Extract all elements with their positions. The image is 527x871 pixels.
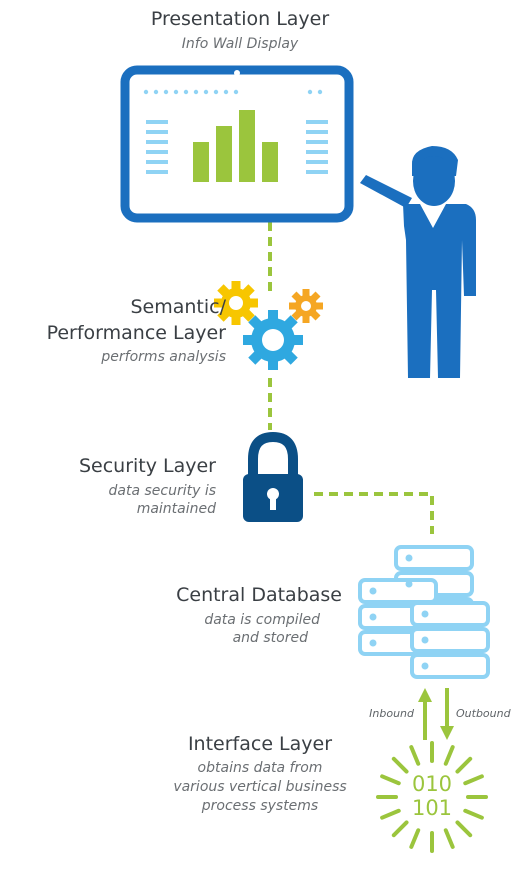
gears-icon bbox=[214, 281, 323, 370]
central-database-subtitle-line1: data is compiled bbox=[204, 612, 320, 628]
presentation-layer-subtitle: Info Wall Display bbox=[181, 36, 299, 52]
padlock-icon bbox=[243, 431, 303, 522]
outbound-arrow-icon bbox=[440, 688, 454, 740]
binary-text-top: 010 bbox=[412, 772, 452, 796]
server-stack-icon bbox=[358, 545, 490, 679]
binary-text-bottom: 101 bbox=[412, 796, 452, 820]
interface-layer-subtitle-line1: obtains data from bbox=[197, 760, 323, 776]
central-database-title: Central Database bbox=[176, 584, 342, 606]
inbound-arrow-icon bbox=[418, 688, 432, 740]
connector-lines bbox=[268, 222, 434, 534]
interface-layer-subtitle-line2: various vertical business bbox=[173, 779, 347, 795]
interface-layer-title: Interface Layer bbox=[187, 733, 333, 755]
presenter-person-icon bbox=[360, 146, 476, 378]
binary-sunburst-icon bbox=[376, 741, 488, 853]
semantic-layer-title-line2: Performance Layer bbox=[46, 322, 226, 344]
security-layer-subtitle-line1: data security is bbox=[108, 483, 216, 499]
semantic-layer-title-line1: Semantic/ bbox=[130, 296, 226, 318]
interface-layer-subtitle-line3: process systems bbox=[201, 798, 319, 814]
security-layer-subtitle-line2: maintained bbox=[136, 501, 216, 517]
presentation-layer-title: Presentation Layer bbox=[150, 8, 330, 30]
semantic-layer-subtitle: performs analysis bbox=[101, 349, 226, 365]
security-layer-title: Security Layer bbox=[78, 455, 216, 477]
outbound-label: Outbound bbox=[456, 707, 511, 720]
inbound-label: Inbound bbox=[369, 707, 414, 720]
central-database-subtitle-line2: and stored bbox=[232, 630, 308, 646]
monitor-chart-icon bbox=[120, 65, 354, 223]
